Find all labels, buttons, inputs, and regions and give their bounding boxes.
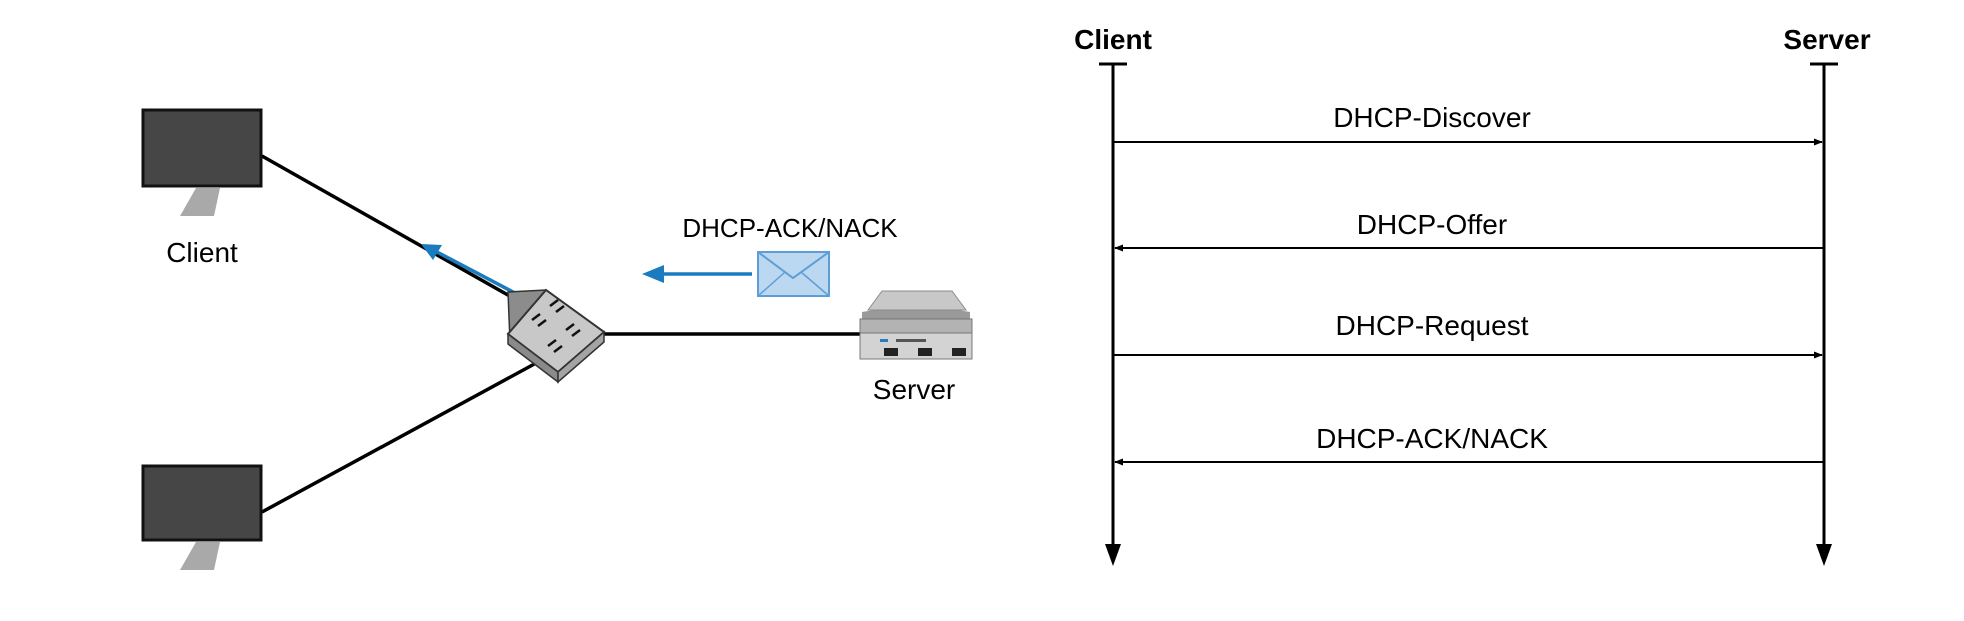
message-label: DHCP-ACK/NACK	[682, 213, 898, 243]
message-arrow: DHCP-Offer	[1114, 209, 1824, 252]
server-label: Server	[873, 374, 955, 405]
sequence-diagram: Client Server DHCP-Discover DHCP-Offer D…	[1074, 24, 1871, 566]
link-top-client-switch	[261, 154, 539, 314]
network-topology: Client DHCP-ACK/NACK	[141, 108, 973, 570]
message-arrow: DHCP-Request	[1113, 310, 1823, 359]
message-arrow: DHCP-ACK/NACK	[1114, 423, 1824, 466]
message-label: DHCP-Request	[1336, 310, 1529, 341]
server-icon	[859, 290, 973, 360]
message-label: DHCP-ACK/NACK	[1316, 423, 1548, 454]
client-lifeline-title: Client	[1074, 24, 1152, 55]
switch-icon	[506, 288, 606, 384]
message-label: DHCP-Discover	[1333, 102, 1531, 133]
link-bottom-client-switch	[261, 360, 539, 514]
client-monitor-icon	[141, 464, 263, 570]
message-arrow: DHCP-Discover	[1113, 102, 1823, 146]
client-label: Client	[166, 237, 238, 268]
client-lifeline	[1099, 62, 1127, 566]
message-label: DHCP-Offer	[1357, 209, 1507, 240]
client-monitor-icon	[141, 108, 263, 216]
server-lifeline-title: Server	[1783, 24, 1870, 55]
server-lifeline	[1810, 62, 1838, 566]
message-direction-arrow	[642, 265, 752, 283]
envelope-icon	[757, 251, 830, 297]
